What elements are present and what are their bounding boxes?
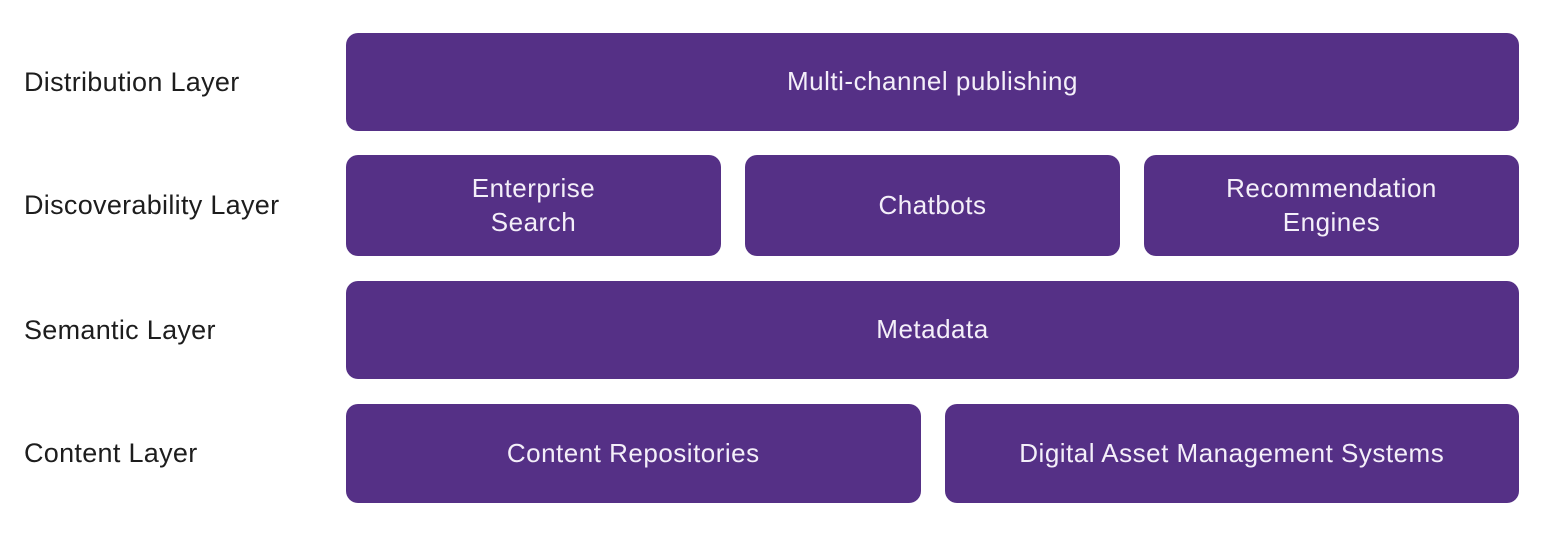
layer-label-discoverability: Discoverability Layer [24,190,280,220]
box-multi-channel-publishing: Multi-channel publishing [346,33,1519,131]
layer-label-semantic: Semantic Layer [24,314,216,345]
layer-row-content: Content Layer Content Repositories Digit… [0,404,1542,503]
box-metadata: Metadata [346,281,1519,379]
layer-row-distribution: Distribution Layer Multi-channel publish… [0,33,1542,131]
box-chatbots: Chatbots [745,155,1120,256]
layer-row-discoverability: Discoverability Layer Enterprise Search … [0,155,1542,256]
box-content-repositories: Content Repositories [346,404,921,503]
box-digital-asset-management-systems: Digital Asset Management Systems [944,404,1519,503]
layer-label-distribution: Distribution Layer [24,66,240,97]
layer-label-content: Content Layer [24,438,198,468]
box-recommendation-engines: Recommendation Engines [1144,155,1519,256]
layer-row-semantic: Semantic Layer Metadata [0,281,1542,379]
box-enterprise-search: Enterprise Search [346,155,721,256]
